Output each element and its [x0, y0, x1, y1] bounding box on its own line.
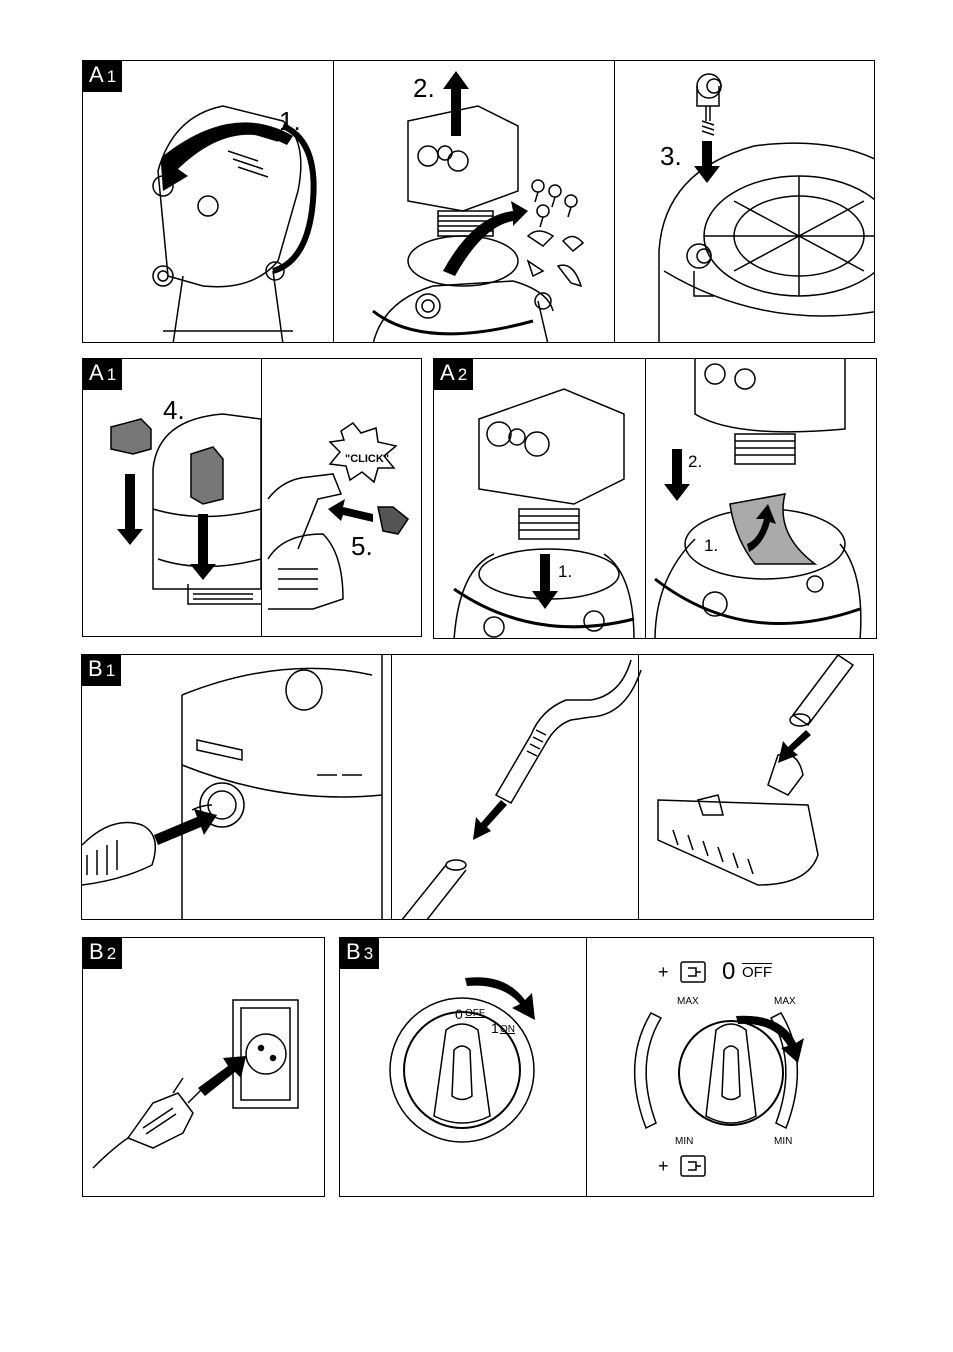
click-text: "CLICK": [345, 453, 389, 465]
b2-illustration: [83, 938, 325, 1197]
arrow-icon: [198, 1056, 246, 1096]
b1-illustration: [82, 655, 874, 920]
arrow-icon: [154, 809, 217, 845]
arrow-icon: [532, 554, 558, 609]
socket-icon: [233, 1000, 298, 1108]
a1-bottom-illustration: [83, 359, 422, 637]
arrow-icon: [190, 514, 216, 580]
a1-top-illustration: [83, 61, 875, 343]
arrow-icon: [443, 71, 469, 136]
plug-icon: [93, 1078, 201, 1168]
arrow-icon: [694, 141, 720, 183]
a2-illustration: [434, 359, 877, 639]
arrow-icon: [664, 449, 690, 501]
arrow-icon: [161, 122, 293, 191]
arrow-icon: [328, 499, 373, 522]
arrow-icon: [473, 800, 507, 840]
arrow-icon: [117, 474, 143, 545]
b3-illustration: [340, 938, 874, 1197]
